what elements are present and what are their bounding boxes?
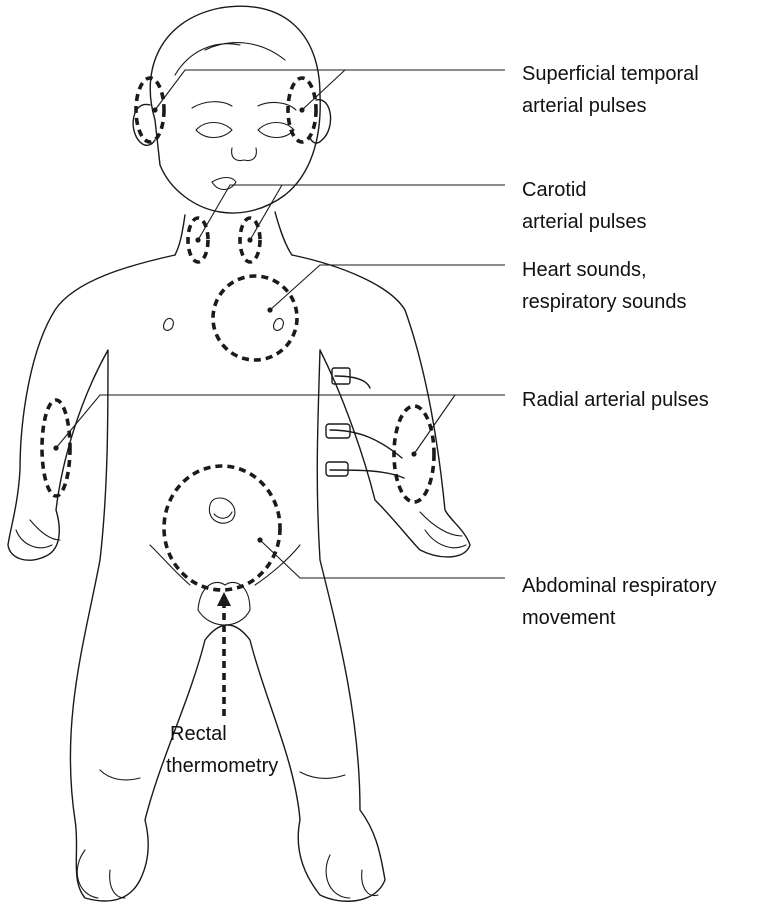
eye-left [196, 123, 232, 138]
dot-temporal-left [152, 107, 157, 112]
manikin-body [8, 212, 470, 901]
knee-left [100, 770, 140, 780]
dot-radial-left [53, 445, 58, 450]
nose [232, 148, 257, 161]
leader-abdominal [260, 540, 505, 578]
leader-lines [56, 70, 505, 578]
leader-radial-right [414, 395, 455, 454]
connector-lower [326, 462, 348, 476]
brow-left [192, 102, 232, 108]
dot-temporal-right [299, 107, 304, 112]
annotation-labels: Superficial temporal arterial pulses Car… [166, 63, 717, 777]
knee-right [300, 772, 345, 778]
label-rectal-line1: Rectal [170, 723, 227, 745]
dot-radial-right [411, 451, 416, 456]
label-heart-line2: respiratory sounds [522, 291, 687, 313]
head-outline [150, 6, 320, 213]
leader-carotid-right [250, 185, 282, 240]
navel [209, 498, 235, 523]
tube-middle [330, 430, 402, 458]
foot-left [77, 850, 125, 898]
assessment-zones [42, 78, 434, 716]
dot-heart [267, 307, 272, 312]
label-abdominal-line1: Abdominal respiratory [522, 575, 717, 597]
zone-heart [213, 276, 297, 360]
leader-heart [270, 265, 505, 310]
nipple-right [274, 318, 284, 330]
neck [175, 212, 292, 255]
manikin-tubes [326, 368, 404, 478]
nipple-left [164, 318, 174, 330]
hand-left [16, 520, 60, 548]
navel-inner [214, 512, 232, 518]
leader-radial [56, 395, 505, 448]
leader-temporal-right [302, 70, 345, 110]
leader-temporal [155, 70, 505, 110]
label-carotid-line1: Carotid [522, 179, 586, 201]
hand-right [420, 512, 466, 548]
label-heart-line1: Heart sounds, [522, 259, 647, 281]
groin-left [150, 545, 190, 585]
groin-right [255, 545, 300, 585]
label-rectal-line2: thermometry [166, 755, 278, 777]
label-temporal-line1: Superficial temporal [522, 63, 699, 85]
zone-abdominal [164, 466, 280, 590]
dot-abdominal [257, 537, 262, 542]
rectal-arrow-head [217, 592, 231, 606]
dot-carotid-left [195, 237, 200, 242]
brow-right [258, 103, 296, 110]
mouth [212, 178, 236, 190]
label-abdominal-line2: movement [522, 607, 616, 629]
foot-right [326, 855, 378, 898]
tube-lower [330, 470, 404, 478]
label-carotid-line2: arterial pulses [522, 211, 647, 233]
label-radial-line1: Radial arterial pulses [522, 389, 709, 411]
tube-upper [335, 376, 370, 388]
label-temporal-line2: arterial pulses [522, 95, 647, 117]
dot-carotid-right [247, 237, 252, 242]
